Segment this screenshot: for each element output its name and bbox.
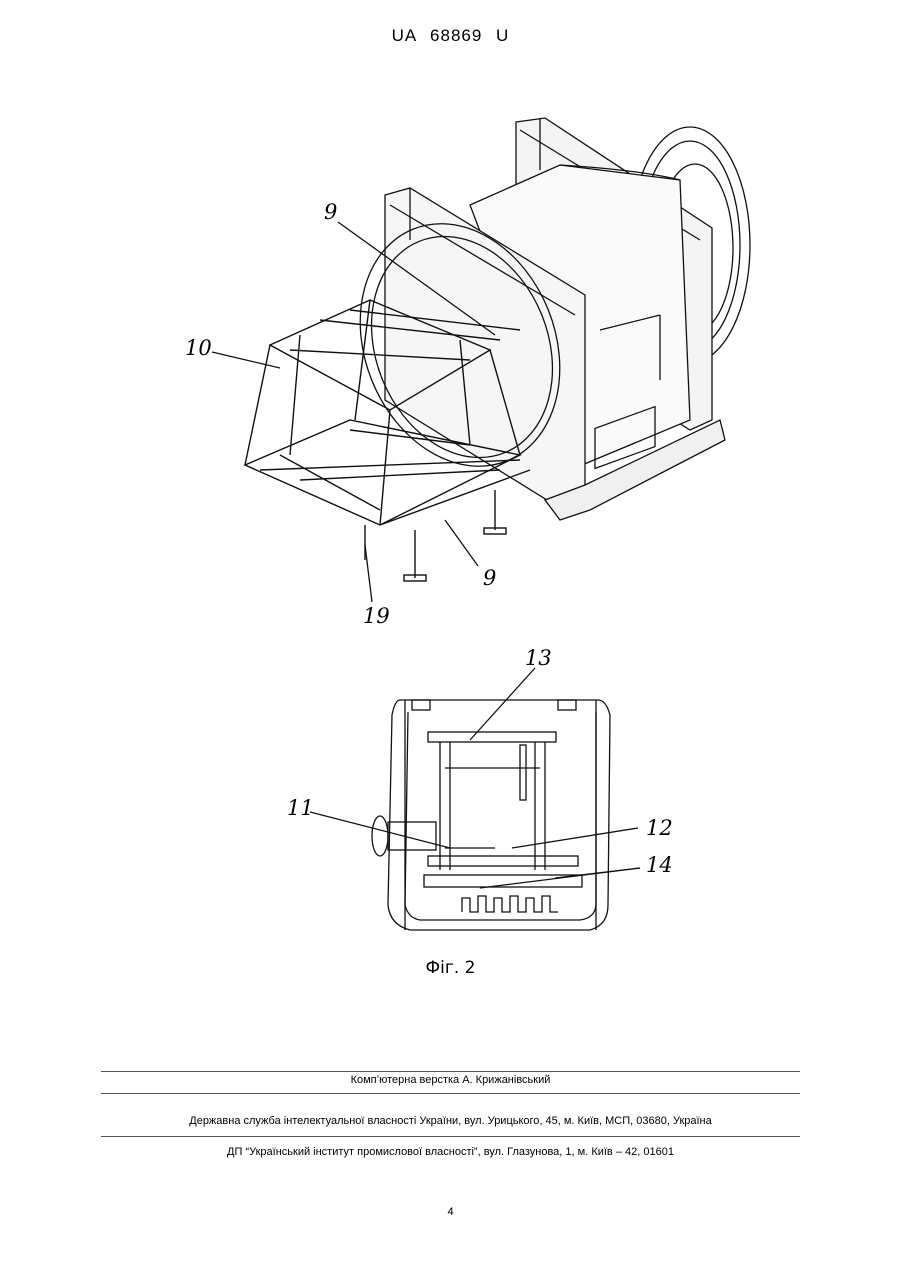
footer-rule-3 [101, 1136, 800, 1137]
footer-agency: Державна служба інтелектуальної власност… [0, 1115, 901, 1127]
front-view-drawing [0, 0, 901, 950]
label-14: 14 [646, 855, 673, 876]
label-12: 12 [646, 818, 673, 839]
footer-rule-2 [101, 1093, 800, 1094]
footer-layout-credit: Комп’ютерна верстка А. Крижанівський [0, 1074, 901, 1086]
label-13: 13 [525, 648, 552, 669]
label-11: 11 [287, 798, 314, 819]
footer-institute: ДП “Український інститут промислової вла… [0, 1146, 901, 1158]
figure-caption: Фіг. 2 [0, 958, 901, 978]
footer-rule-1 [101, 1071, 800, 1072]
page-number: 4 [0, 1206, 901, 1218]
